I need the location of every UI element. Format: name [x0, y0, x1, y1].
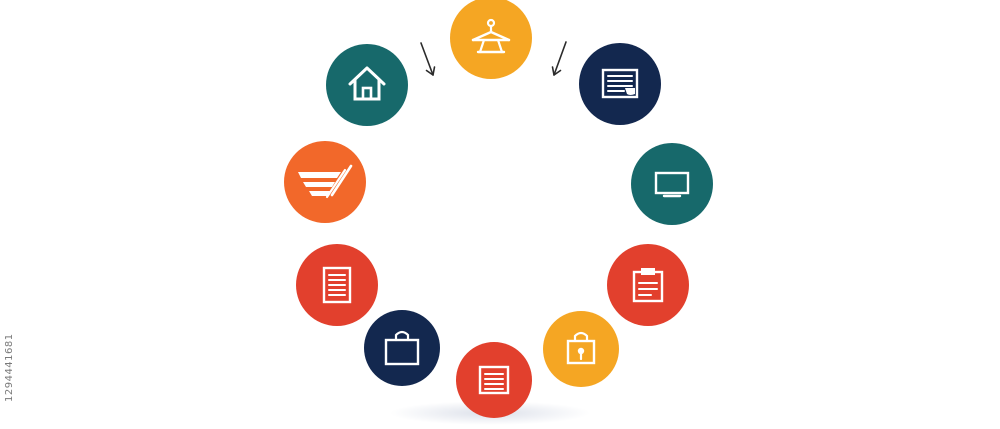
receipt-icon	[478, 365, 510, 395]
home-icon	[348, 66, 386, 101]
arrow-left	[420, 42, 436, 76]
padlock-bag-icon	[566, 331, 596, 365]
notepad-icon	[322, 266, 352, 304]
node-top	[450, 0, 532, 79]
node-lower-right	[607, 244, 689, 326]
node-lower-left	[296, 244, 378, 326]
node-top-left	[326, 44, 408, 126]
node-bottom	[456, 342, 532, 418]
hanger-icon	[471, 18, 511, 54]
node-right	[631, 143, 713, 225]
node-bottom-right	[543, 311, 619, 387]
arrow-right	[551, 41, 567, 76]
stock-id-watermark: 1294441681	[4, 333, 15, 402]
node-bottom-left	[364, 310, 440, 386]
node-left	[284, 141, 366, 223]
clipboard-icon	[632, 268, 664, 303]
node-top-right	[579, 43, 661, 125]
monitor-icon	[654, 171, 690, 198]
document-icon	[601, 68, 639, 99]
shopping-bag-icon	[384, 330, 420, 366]
shopping-basket-icon	[298, 164, 353, 199]
